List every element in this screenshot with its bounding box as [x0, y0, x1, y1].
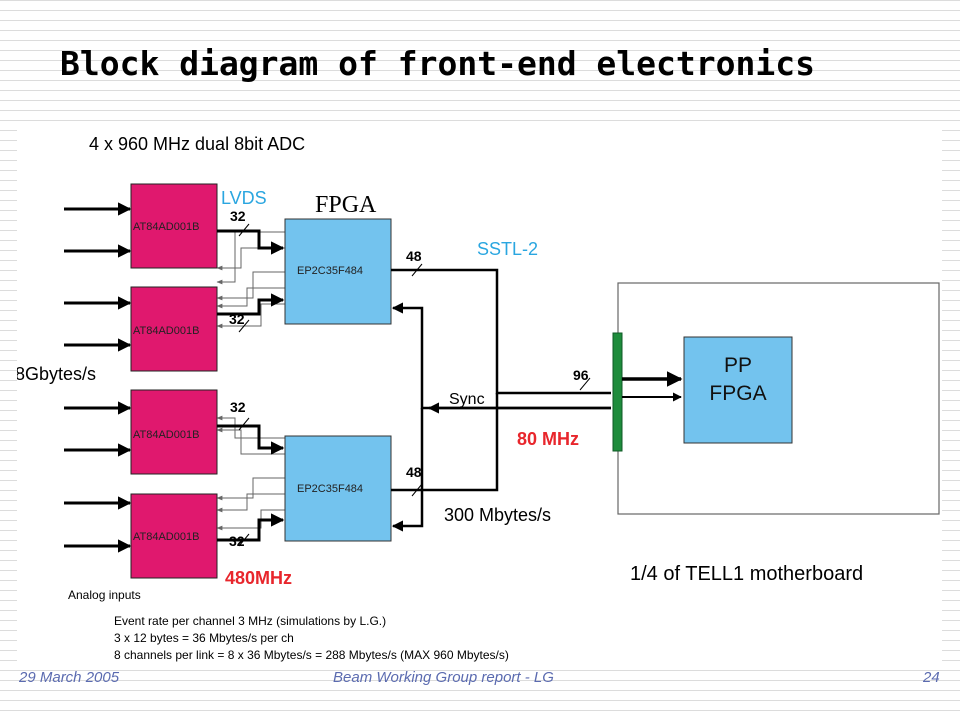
footer-date: 29 March 2005: [19, 669, 120, 686]
bus-width-label: 32: [230, 208, 246, 224]
bus-width-label: 32: [230, 399, 246, 415]
block-diagram: 4 x 960 MHz dual 8bit ADC LVDS FPGA SSTL…: [17, 128, 942, 668]
adc-chip-label: AT84AD001B: [133, 531, 199, 543]
adc-chip-label: AT84AD001B: [133, 429, 199, 441]
note-line-1: Event rate per channel 3 MHz (simulation…: [114, 614, 386, 628]
fpga-label: FPGA: [315, 192, 377, 218]
control-lines: [216, 231, 285, 531]
fpga-chip-label: EP2C35F484: [297, 483, 363, 495]
bus-width-label: 48: [406, 464, 422, 480]
bus-width-label: 96: [573, 367, 589, 383]
analog-input-arrows: [64, 202, 132, 553]
clock-480mhz-label: 480MHz: [225, 568, 292, 588]
fpga-chip-bottom: EP2C35F484: [284, 435, 392, 542]
adc-chip-2: AT84AD001B: [130, 286, 218, 372]
bus-width-label: 32: [229, 533, 245, 549]
output-rate-label: 300 Mbytes/s: [444, 505, 551, 525]
adc-chip-label: AT84AD001B: [133, 325, 199, 337]
pp-input-arrows: [622, 371, 683, 402]
adc-header: 4 x 960 MHz dual 8bit ADC: [89, 134, 305, 154]
lvds-label: LVDS: [221, 188, 267, 208]
bus-width-label: 32: [229, 311, 245, 327]
footer-page-number: 24: [923, 669, 940, 686]
note-line-2: 3 x 12 bytes = 36 Mbytes/s per ch: [114, 631, 294, 645]
adc-chip-3: AT84AD001B: [130, 389, 218, 475]
sstl-label: SSTL-2: [477, 239, 538, 259]
adc-chip-label: AT84AD001B: [133, 221, 199, 233]
motherboard-label: 1/4 of TELL1 motherboard: [630, 563, 863, 585]
connector-bar: [612, 332, 623, 452]
sync-lines: [391, 302, 611, 532]
adc-chip-1: AT84AD001B: [130, 183, 218, 269]
sync-label: Sync: [449, 391, 485, 408]
footer-center: Beam Working Group report - LG: [333, 669, 554, 686]
fpga-chip-top: EP2C35F484: [284, 218, 392, 325]
adc-chip-4: AT84AD001B: [130, 493, 218, 579]
sstl-buses: [391, 268, 611, 492]
pp-fpga-chip: PP FPGA: [683, 336, 793, 444]
lvds-buses: [217, 229, 285, 542]
diagram-canvas: 4 x 960 MHz dual 8bit ADC LVDS FPGA SSTL…: [17, 134, 940, 662]
clock-80mhz-label: 80 MHz: [517, 429, 579, 449]
input-rate-label: 8Gbytes/s: [17, 364, 96, 384]
pp-fpga-label-2: FPGA: [709, 382, 766, 405]
fpga-chip-label: EP2C35F484: [297, 265, 363, 277]
slide-title: Block diagram of front-end electronics: [60, 44, 815, 83]
note-line-3: 8 channels per link = 8 x 36 Mbytes/s = …: [114, 648, 509, 662]
analog-inputs-label: Analog inputs: [68, 588, 141, 602]
pp-fpga-label-1: PP: [724, 354, 752, 377]
bus-width-label: 48: [406, 248, 422, 264]
